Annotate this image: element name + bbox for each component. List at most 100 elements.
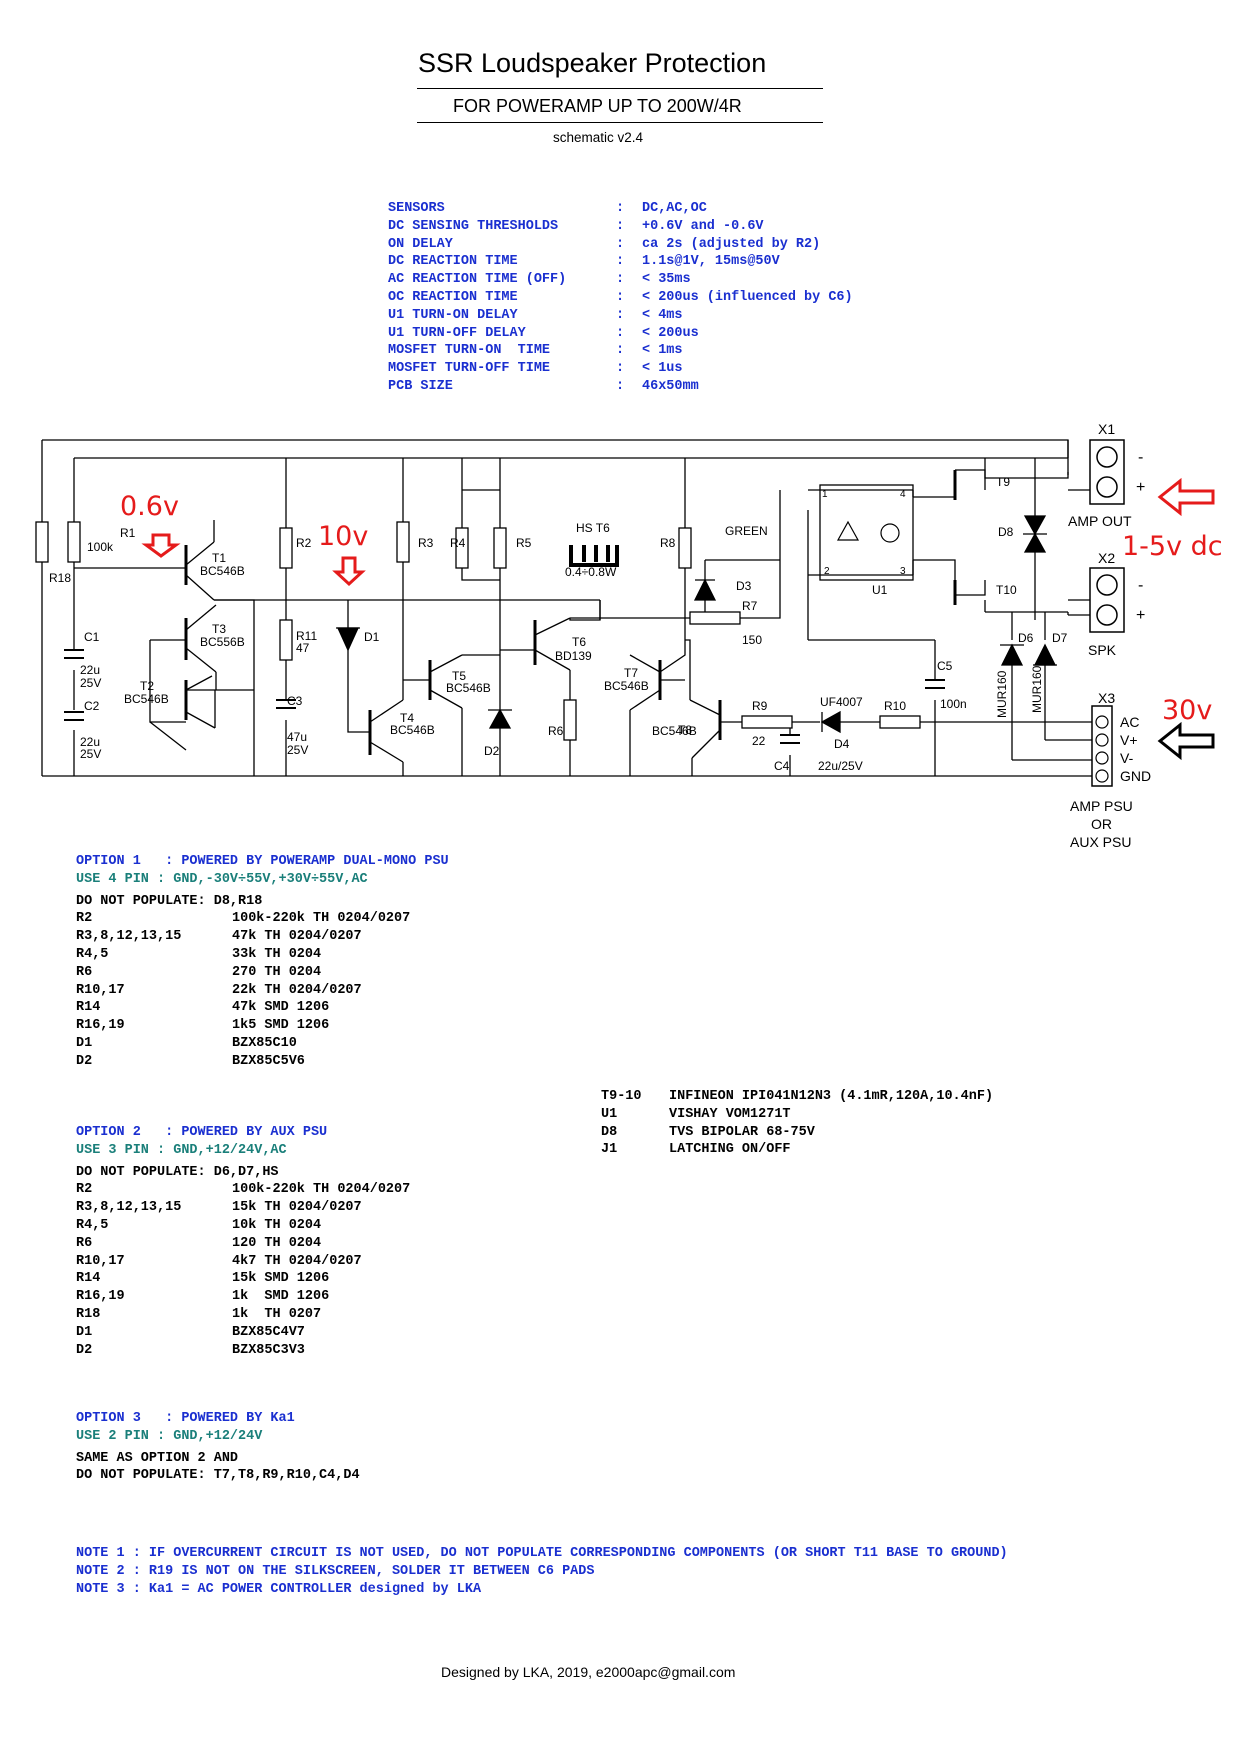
label-c5: C5 [937,659,953,673]
label-x1-plus: + [1136,479,1145,496]
label-psu-2: OR [1091,816,1112,832]
capacitors [64,649,945,744]
label-t4: T4 [400,711,414,725]
spec-row: PCB SIZE:46x50mm [388,378,699,394]
label-t7-value: BC546B [604,679,649,693]
option-1-dnp: DO NOT POPULATE: D8,R18 [76,893,263,909]
title-underline [417,88,823,89]
label-c3: C3 [287,694,303,708]
label-r6: R6 [548,724,564,738]
label-d3-color: GREEN [725,524,768,538]
label-t2-value: BC546B [124,692,169,706]
label-t7: T7 [624,666,638,680]
label-r11: R11 [296,629,317,643]
label-hs: HS T6 [576,521,610,535]
label-t5: T5 [452,669,466,683]
svg-text:4: 4 [900,489,906,500]
label-r7: R7 [742,599,758,613]
label-r1: R1 [120,526,136,540]
svg-text:1: 1 [822,489,828,500]
label-d6-value: MUR160 [995,670,1009,718]
connector-x1 [1089,439,1125,505]
label-t6-value: BD139 [555,649,592,663]
label-x2-minus: - [1138,577,1143,594]
label-c3-v2: 25V [287,743,308,757]
spec-row: U1 TURN-ON DELAY:< 4ms [388,307,683,323]
label-d7-value: MUR160 [1030,665,1044,713]
label-x1: X1 [1098,421,1115,437]
notes: NOTE 1 : IF OVERCURRENT CIRCUIT IS NOT U… [76,1545,1008,1598]
label-c5-value: 100n [940,697,967,711]
label-d1: D1 [364,630,380,644]
option-3-header: OPTION 3 : POWERED BY Ka1 [76,1411,295,1426]
option-2-dnp: DO NOT POPULATE: D6,D7,HS [76,1164,279,1180]
annotation-10v: 10v [318,521,368,552]
label-c4: C4 [774,759,790,773]
transistor-bases [184,470,957,755]
label-c4-value: 22u/25V [818,759,863,773]
annotation-30v: 30v [1162,695,1212,726]
label-t5-value: BC546B [446,681,491,695]
option-2-block: OPTION 2 : POWERED BY AUX PSU USE 3 PIN … [76,1124,410,1359]
label-c3-v1: 47u [287,730,307,744]
subtitle-underline [417,122,823,123]
option-1-header: OPTION 1 : POWERED BY POWERAMP DUAL-MONO… [76,854,449,869]
label-psu-1: AMP PSU [1070,798,1133,814]
circuit-schematic: R1 100k R18 C1 22u 25V C2 22u 25V T1 BC5… [35,421,1223,850]
note-2: NOTE 2 : R19 IS NOT ON THE SILKSCREEN, S… [76,1563,595,1579]
label-r5: R5 [516,536,532,550]
label-t8-value: BC546B [652,724,697,738]
label-r10: R10 [884,699,906,713]
diodes [336,515,1057,734]
label-r18: R18 [49,571,71,585]
connector-x2 [1089,567,1125,633]
label-d6: D6 [1018,631,1034,645]
label-x1-minus: - [1138,449,1143,466]
option-3-block: OPTION 3 : POWERED BY Ka1 USE 2 PIN : GN… [76,1410,360,1485]
label-d7: D7 [1052,631,1068,645]
label-r8: R8 [660,536,676,550]
spec-row: MOSFET TURN-ON TIME:< 1ms [388,343,683,359]
label-t9: T9 [996,475,1010,489]
label-amp-out: AMP OUT [1068,513,1132,529]
label-c1: C1 [84,630,100,644]
label-r1-value: 100k [87,540,114,554]
label-d4: D4 [834,737,850,751]
label-t1: T1 [212,551,226,565]
label-x3-gnd: GND [1120,768,1151,784]
heatsink-icon [569,545,619,567]
label-t6: T6 [572,635,586,649]
label-d8: D8 [998,525,1014,539]
spec-row: SENSORS:DC,AC,OC [388,201,707,216]
label-d2: D2 [484,744,500,758]
label-d4-value: UF4007 [820,695,863,709]
note-3: NOTE 3 : Ka1 = AC POWER CONTROLLER desig… [76,1581,482,1597]
svg-text:3: 3 [900,566,906,577]
label-c1-v2: 25V [80,676,101,690]
schematic-version: schematic v2.4 [553,130,644,145]
label-t10: T10 [996,583,1017,597]
annotation-arrows [141,477,1215,761]
label-t4-value: BC546B [390,723,435,737]
label-x3: X3 [1098,690,1115,706]
spec-row: ON DELAY:ca 2s (adjusted by R2) [388,236,821,252]
label-spk: SPK [1088,642,1117,658]
label-r3: R3 [418,536,434,550]
label-d3: D3 [736,579,752,593]
label-t8: T8 [678,723,692,737]
